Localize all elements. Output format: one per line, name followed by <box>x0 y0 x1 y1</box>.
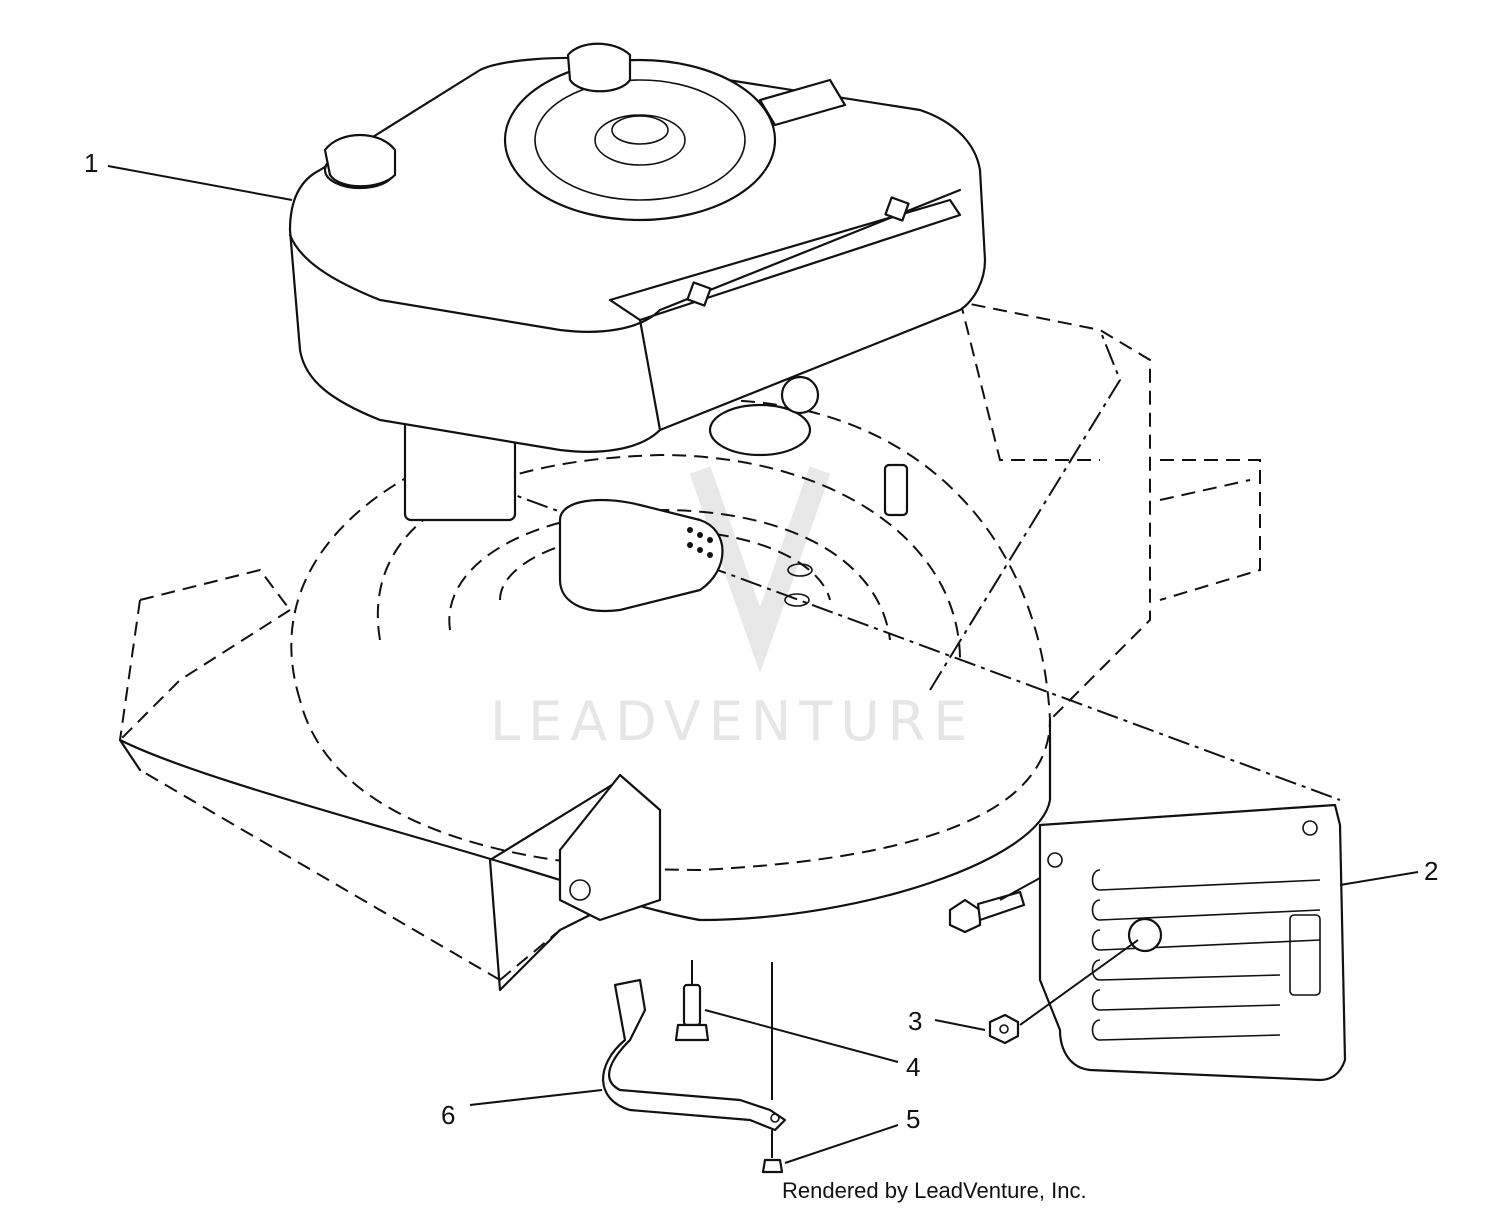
watermark: LEADVENTURE <box>490 466 975 753</box>
engine-shroud <box>288 42 987 453</box>
callout-5: 5 <box>906 1104 920 1134</box>
small-screw <box>761 1130 784 1174</box>
rear-flap-bracket <box>558 773 662 922</box>
hex-nut <box>988 1013 1020 1045</box>
callout-6: 6 <box>441 1100 455 1130</box>
callout-2: 2 <box>1424 856 1438 886</box>
engine-underside <box>403 375 909 613</box>
callout-4: 4 <box>906 1052 920 1082</box>
discharge-guard <box>1038 803 1347 1082</box>
callout-leaders <box>107 165 1419 1164</box>
render-credit: Rendered by LeadVenture, Inc. <box>782 1178 1087 1203</box>
watermark-text: LEADVENTURE <box>490 690 975 753</box>
shoulder-bolt <box>674 960 710 1042</box>
callout-1: 1 <box>84 148 98 178</box>
deflector-bracket <box>602 978 787 1132</box>
callout-3: 3 <box>908 1006 922 1036</box>
callout-labels: 1 2 3 4 5 6 <box>84 148 1438 1134</box>
hex-bolt <box>948 877 1041 934</box>
